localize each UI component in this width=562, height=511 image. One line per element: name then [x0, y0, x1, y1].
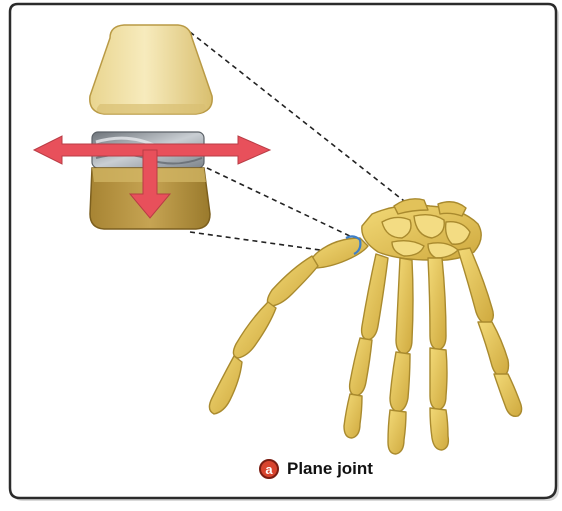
figure-label-badge: a [259, 459, 279, 479]
figure-caption: a Plane joint [259, 459, 373, 479]
figure-caption-text: Plane joint [287, 459, 373, 479]
